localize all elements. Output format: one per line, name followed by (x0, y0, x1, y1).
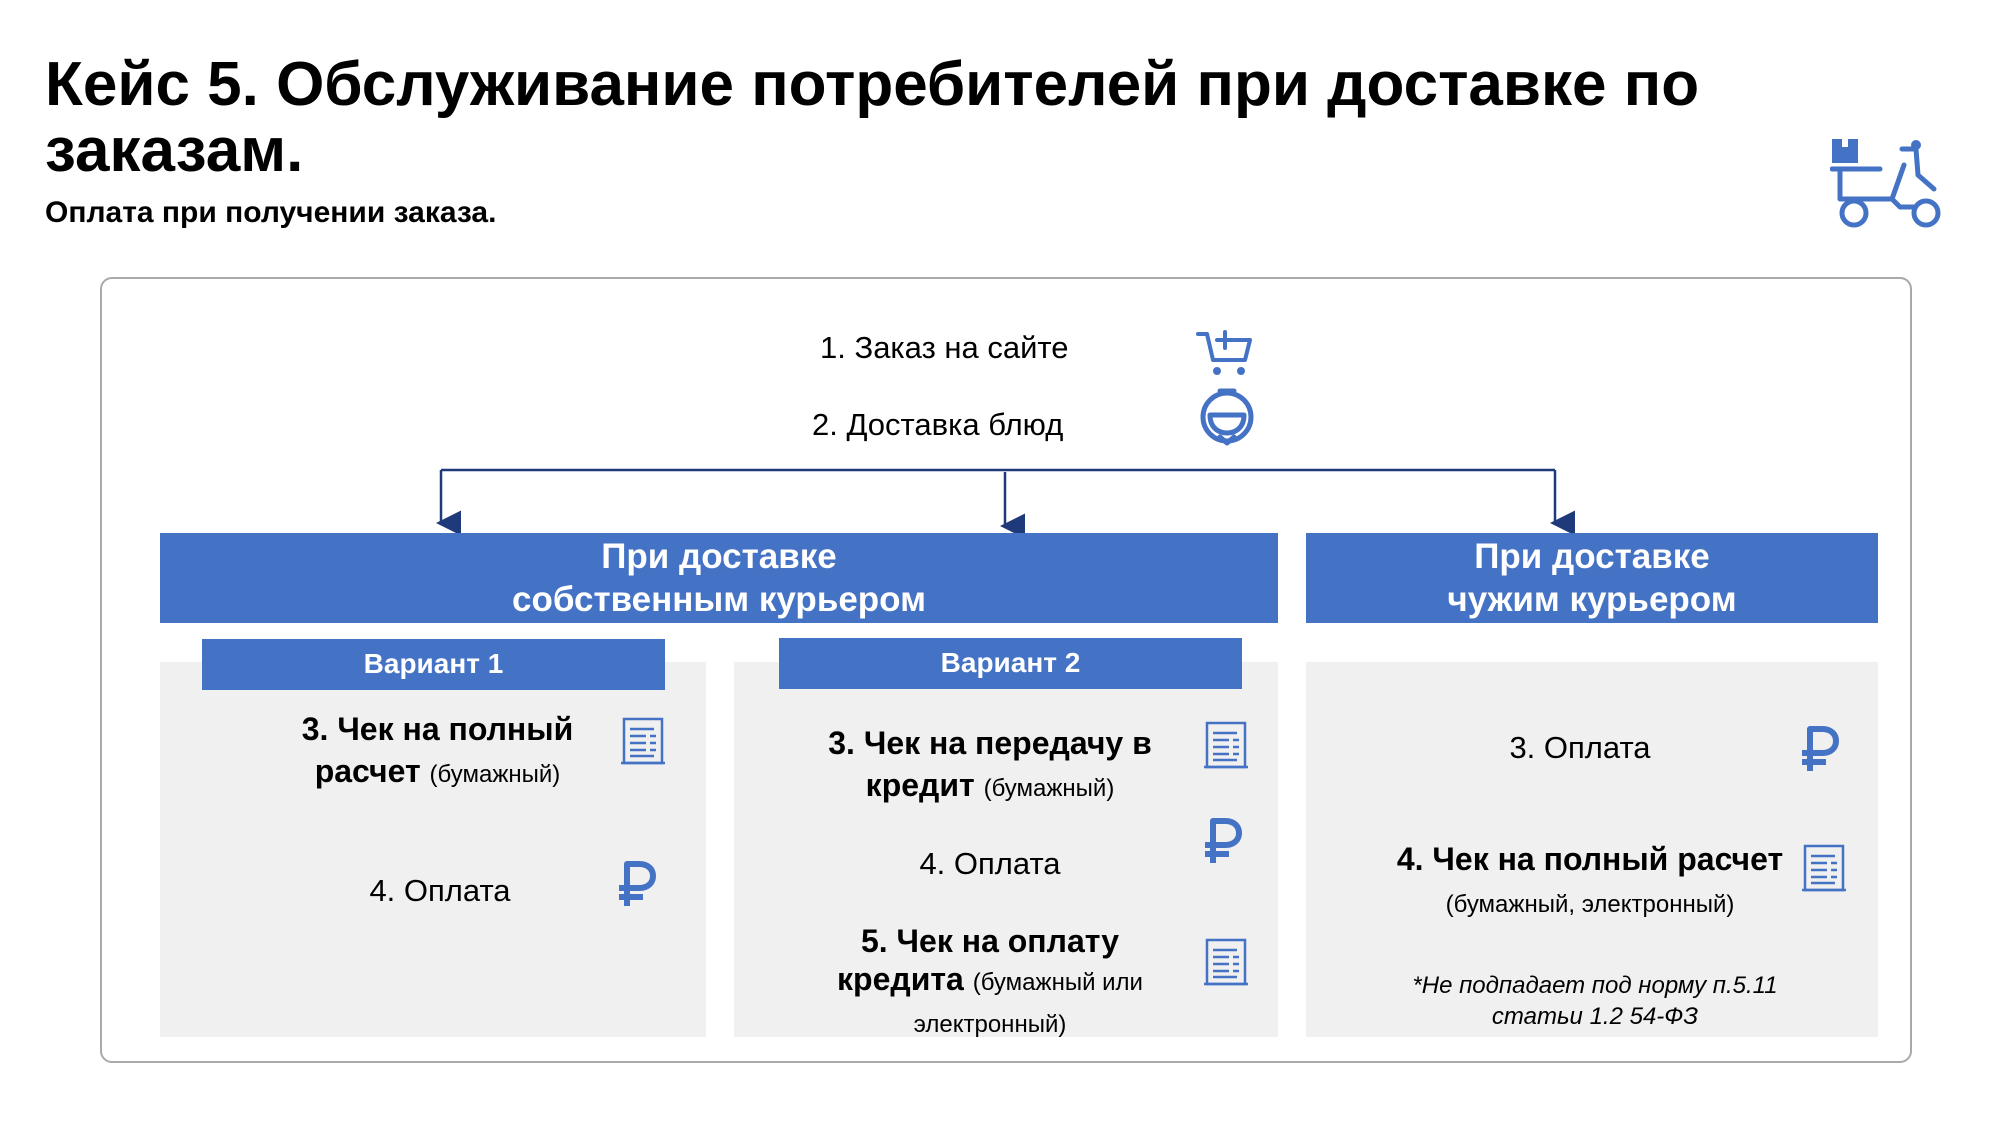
step-dish-delivery: 2. Доставка блюд (812, 407, 1064, 442)
variant2-payment: 4. Оплата (919, 846, 1061, 881)
receipt-icon (1204, 721, 1248, 769)
variant2-credit-payment-receipt: 5. Чек на оплату кредита (бумажный или э… (837, 923, 1143, 1038)
receipt-icon (621, 717, 665, 765)
delivery-scooter-icon (1830, 139, 1941, 228)
step-order-on-site: 1. Заказ на сайте (820, 330, 1069, 365)
other-courier-header: При доставке чужим курьером (1306, 533, 1878, 623)
own-courier-title-line1: При доставке (601, 537, 837, 576)
cart-icon (1196, 330, 1252, 375)
other-courier-title-line1: При доставке (1474, 537, 1710, 576)
variant2-label: Вариант 2 (779, 638, 1242, 689)
variant2-panel (734, 662, 1278, 1037)
other-courier-payment: 3. Оплата (1509, 730, 1651, 765)
variant1-panel (160, 662, 706, 1037)
page-subtitle: Оплата при получении заказа. (45, 196, 497, 229)
receipt-icon (1204, 938, 1248, 986)
other-courier-title-line2: чужим курьером (1447, 580, 1737, 619)
ruble-icon (619, 861, 656, 906)
dish-delivery-icon (1200, 388, 1254, 446)
other-courier-panel (1306, 662, 1878, 1037)
variant2-credit-receipt: 3. Чек на передачу в кредит (бумажный) (828, 725, 1152, 803)
ruble-icon (1802, 726, 1839, 771)
own-courier-title-line2: собственным курьером (512, 580, 926, 619)
own-courier-header: При доставке собственным курьером (160, 533, 1278, 623)
receipt-icon (1802, 844, 1846, 892)
variant1-payment: 4. Оплата (369, 873, 511, 908)
diagram-frame (100, 277, 1912, 1063)
variant1-label: Вариант 1 (202, 639, 665, 690)
other-courier-full-receipt: 4. Чек на полный расчет (бумажный, элект… (1396, 841, 1784, 918)
ruble-icon (1205, 818, 1242, 863)
variant1-full-receipt: 3. Чек на полный расчет (бумажный) (301, 711, 574, 789)
legal-footnote: *Не подпадает под норму п.5.11 статьи 1.… (1412, 972, 1778, 1030)
page-title: Кейс 5. Обслуживание потребителей при до… (45, 50, 1700, 185)
